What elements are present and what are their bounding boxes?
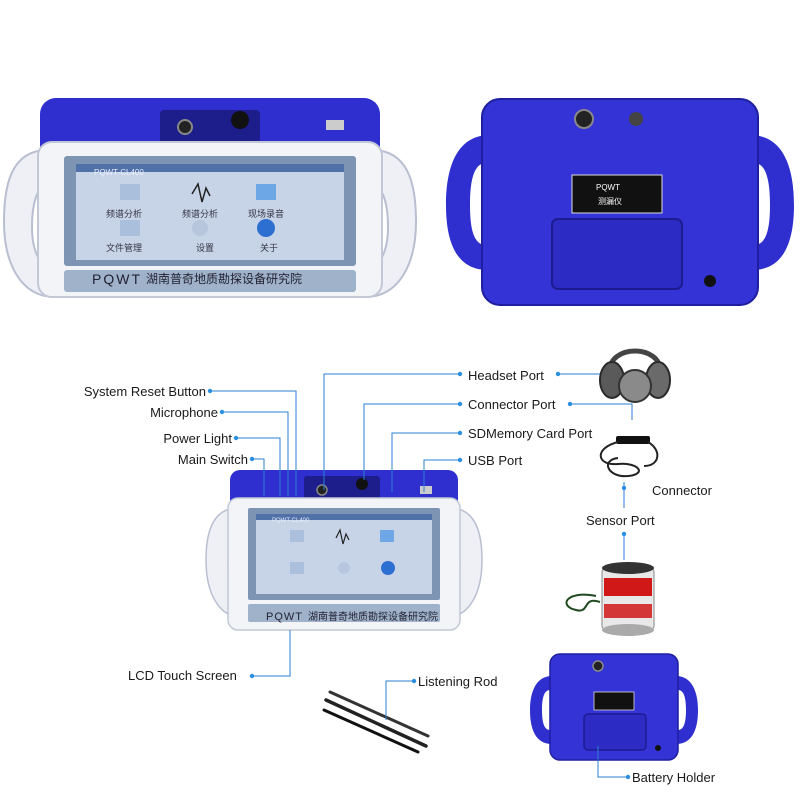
label-system-reset-button: System Reset Button — [83, 384, 206, 399]
label-main-switch: Main Switch — [177, 452, 248, 467]
front-brand-top: PQWT — [92, 271, 142, 287]
listening-rod-image — [322, 690, 430, 754]
front-device-main — [205, 470, 483, 631]
front-institute-top: 湖南普奇地质勘探设备研究院 — [146, 272, 303, 286]
label-battery-holder: Battery Holder — [632, 770, 716, 785]
label-usb-port: USB Port — [468, 453, 523, 468]
front-menu-top-6: 关于 — [260, 244, 279, 254]
main-brand: PQWT — [266, 611, 303, 623]
sensor-image — [565, 562, 655, 636]
front-device-large — [2, 98, 418, 298]
front-menu-top-1: 频谱分析 — [106, 210, 143, 220]
front-menu-top-5: 设置 — [196, 244, 215, 254]
headset-image — [599, 348, 671, 403]
label-listening-rod: Listening Rod — [418, 674, 498, 689]
back-device-small — [530, 653, 698, 761]
back-device-large — [446, 98, 794, 306]
back-brand: PQWT — [596, 183, 620, 192]
label-lcd-touch-screen: LCD Touch Screen — [128, 668, 237, 683]
label-sensor-port: Sensor Port — [586, 513, 655, 528]
label-microphone: Microphone — [150, 405, 218, 420]
leader-lcd — [252, 630, 291, 677]
main-institute: 湖南普奇地质勘探设备研究院 — [308, 612, 438, 623]
front-menu-top-3: 现场录音 — [248, 210, 285, 220]
label-sd-memory-card-port: SDMemory Card Port — [468, 426, 593, 441]
back-right-handle — [740, 135, 794, 270]
front-menu-top-4: 文件管理 — [106, 244, 143, 254]
leader-connector-img — [570, 403, 633, 420]
front-model-top: PQWT-CL400 — [94, 168, 144, 177]
label-headset-port: Headset Port — [468, 368, 544, 383]
label-power-light: Power Light — [163, 431, 232, 446]
connector-cable-image — [599, 436, 659, 478]
label-connector-port: Connector Port — [468, 397, 556, 412]
label-connector: Connector — [652, 483, 712, 498]
back-nameplate-title: 测漏仪 — [598, 197, 622, 206]
front-menu-top-2: 频谱分析 — [182, 210, 219, 220]
main-model: PQWT-CL400 — [272, 518, 310, 524]
back-left-handle — [446, 135, 500, 270]
